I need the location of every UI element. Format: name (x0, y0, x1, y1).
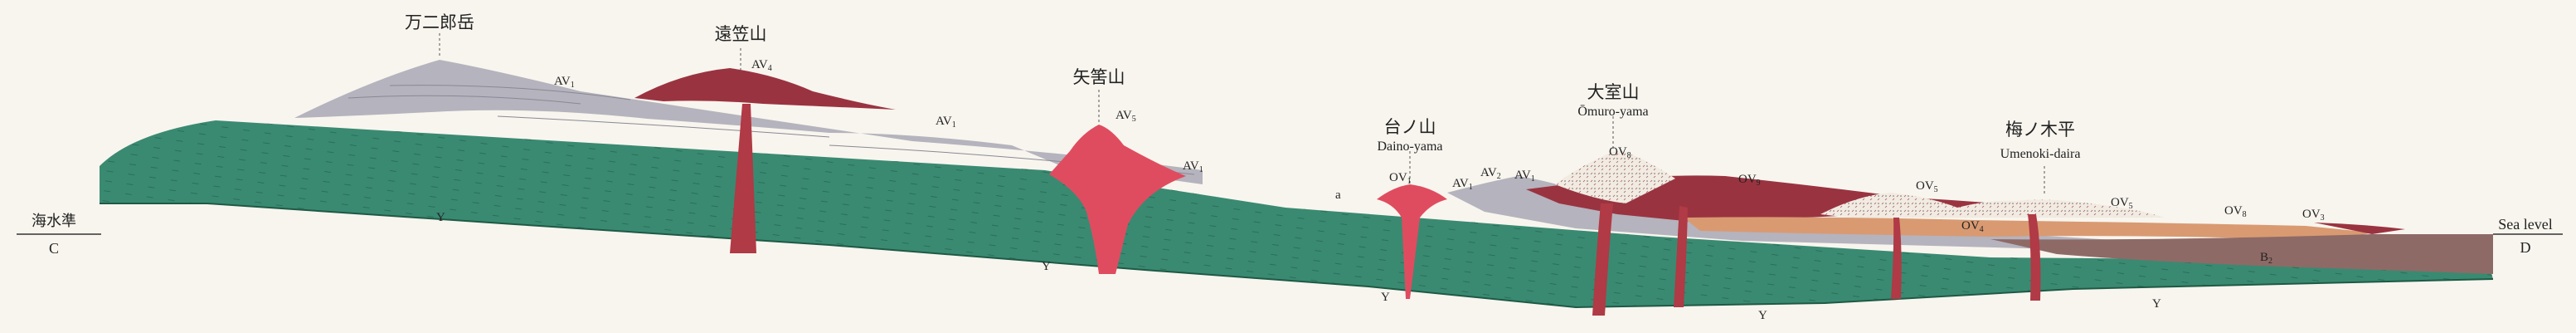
peak-romaji-daino: Daino-yama (1377, 140, 1442, 154)
unit-label-av1: AV1 (1452, 177, 1473, 192)
sea-level-label-right: Sea level (2498, 216, 2552, 233)
ground-surface-line (100, 203, 2494, 309)
unit-label-ov8: OV8 (2224, 204, 2247, 219)
section-end-label-d: D (2520, 239, 2531, 256)
summit-leader-lines (439, 33, 2045, 195)
feeder-dykes (730, 104, 2041, 316)
unit-label-av2: AV2 (1480, 166, 1501, 181)
unit-label-a: a (1335, 189, 1341, 202)
ov2-unit (1684, 217, 2372, 241)
unit-label-ov1: OV1 (1389, 171, 1412, 186)
unit-label-ov5: OV5 (1916, 179, 1938, 194)
peak-label-omuro: 大室山 (1587, 82, 1640, 102)
b2-unit (1990, 234, 2493, 274)
togasa-lava-unit-av4 (634, 68, 896, 110)
unit-label-av1: AV1 (1514, 169, 1535, 184)
unit-label-av1: AV1 (554, 75, 575, 90)
unit-label-y: Y (1758, 309, 1767, 322)
unit-label-ov8: OV8 (1609, 145, 1631, 160)
peak-label-banjiro: 万二郎岳 (405, 12, 474, 32)
unit-label-y: Y (436, 211, 445, 224)
unit-label-b2: B2 (2260, 251, 2272, 266)
unit-label-y: Y (2152, 297, 2161, 311)
yahazu-dome-unit-av5 (1049, 125, 1186, 274)
unit-label-av4: AV4 (751, 58, 772, 73)
unit-label-y: Y (1042, 260, 1051, 273)
gray-lava-unit-av2 (1447, 176, 2156, 249)
peak-romaji-omuro: Ōmuro-yama (1577, 105, 1648, 119)
peak-label-yahazu: 矢筈山 (1073, 67, 1125, 87)
peak-label-umenoki: 梅ノ木平 (2005, 120, 2075, 140)
unit-label-ov5: OV5 (2111, 196, 2133, 211)
sea-level-label-left: 海水準 (32, 213, 76, 229)
unit-label-av1: AV1 (936, 115, 956, 130)
section-end-label-c: C (49, 240, 59, 257)
unit-label-ov3: OV3 (2302, 208, 2325, 223)
unit-label-av1: AV1 (1183, 159, 1203, 174)
ov3-lava-flow (2314, 223, 2405, 234)
unit-label-ov4: OV4 (1961, 219, 1984, 234)
peak-romaji-umenoki: Umenoki-daira (2000, 147, 2081, 161)
omuro-cone-unit-ov8 (1555, 151, 1675, 203)
ov5-pumice-unit (1820, 193, 2165, 218)
peak-label-togasa: 遠笠山 (715, 24, 767, 44)
daino-dome-unit-ov1 (1377, 184, 1447, 299)
unit-label-ov9: OV9 (1738, 173, 1761, 188)
unit-label-y: Y (1381, 291, 1390, 304)
peak-label-daino: 台ノ山 (1384, 117, 1436, 137)
unit-label-av5: AV5 (1115, 109, 1136, 124)
